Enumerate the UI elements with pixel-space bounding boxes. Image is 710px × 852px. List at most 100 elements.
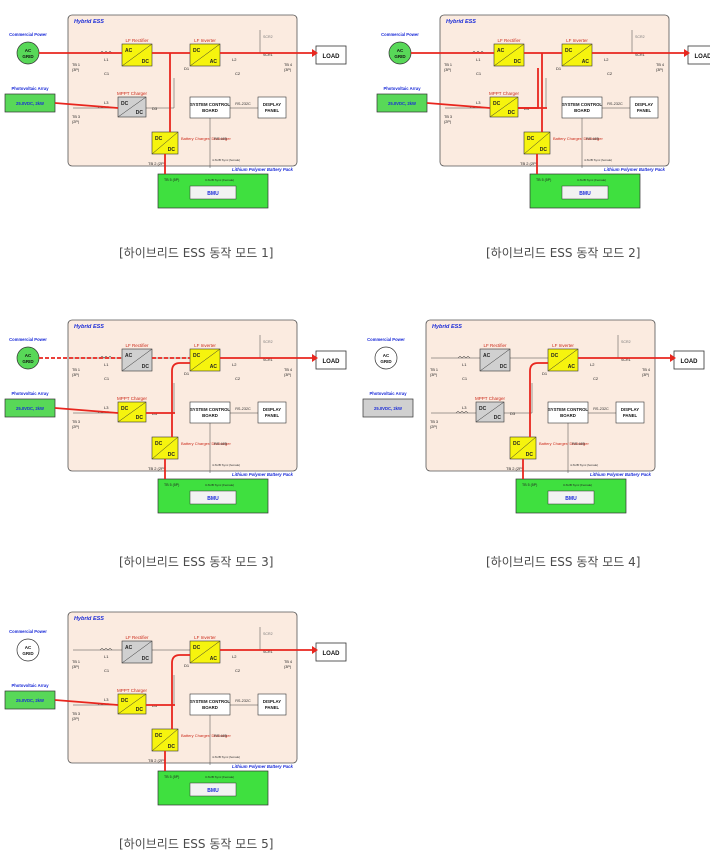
commercial-power-label: Commercial Power — [9, 32, 47, 37]
mppt-charger-diagonal — [117, 401, 147, 423]
tb1-p-label: (3P) — [72, 665, 80, 669]
battery-converter-out-label: DC — [526, 452, 534, 458]
mppt-charger-out-label: DC — [136, 110, 144, 116]
battery-converter-in-label: DC — [527, 136, 535, 142]
battery-converter-diagonal — [151, 436, 179, 460]
battery-charger-label: Battery Charger/ Discharger — [181, 441, 231, 446]
c1-label: C1 — [476, 71, 482, 76]
sync-label: 4-SUB Sync (female) — [570, 463, 598, 467]
caption-mode-5: [하이브리드 ESS 동작 모드 5] — [119, 837, 274, 851]
d1-label: D1 — [556, 66, 562, 71]
bmu-label: BMU — [207, 496, 219, 502]
rs485-label: RS-485 — [214, 442, 227, 446]
display-panel-label-1: DISPLAY — [263, 699, 281, 704]
pv-array-label: Photovoltaic Array — [383, 86, 421, 91]
lf-inverter-diagonal — [561, 43, 593, 67]
battery-converter-out-label: DC — [168, 744, 176, 750]
ac-bus-wire — [431, 335, 658, 359]
l2-label: L2 — [232, 654, 237, 659]
pv-array-label: Photovoltaic Array — [11, 86, 49, 91]
tb1-label: TB 1 — [72, 660, 80, 664]
system-control-board-box — [561, 96, 603, 119]
system-control-board-box — [547, 401, 589, 424]
lf-inverter-diagonal — [189, 640, 221, 664]
bmu-label: BMU — [565, 496, 577, 502]
scr1-label: SCR1 — [263, 358, 273, 362]
battery-converter-in-label: DC — [155, 136, 163, 142]
bmu-box — [189, 185, 237, 200]
l3-inductor — [455, 411, 469, 414]
bmu-box — [561, 185, 609, 200]
rs232c-label: RS-232C — [593, 407, 609, 411]
tb1-label: TB 1 — [72, 63, 80, 67]
system-control-board-label-1: SYSTEM CONTROL — [562, 102, 602, 107]
battery-pack-label: Lithium Polymer Battery Pack — [232, 167, 294, 172]
lf-rectifier-out-label: DC — [142, 364, 150, 370]
flow-arrow-head — [684, 49, 690, 57]
sync-label: 4-SUB Sync (female) — [212, 463, 240, 467]
tb4-label: TB 4 — [284, 63, 292, 67]
mppt-charger-in-label: DC — [121, 698, 129, 704]
caption-mode-4: [하이브리드 ESS 동작 모드 4] — [486, 555, 641, 569]
l1-inductor — [99, 51, 113, 54]
tb2-label: TB 2 (2P) — [148, 466, 166, 471]
ac-grid-label-1: AC — [25, 645, 32, 650]
lf-rectifier-diagonal — [493, 43, 525, 67]
tb4-p-label: (3P) — [284, 68, 292, 72]
bmu-box — [547, 490, 595, 505]
lf-inverter-diagonal — [189, 43, 221, 67]
system-control-board-label-1: SYSTEM CONTROL — [190, 699, 230, 704]
tb5-label: TB 5 (5P) — [536, 178, 551, 182]
lf-rectifier-in-label: AC — [125, 48, 133, 54]
lf-rectifier-in-label: AC — [125, 353, 133, 359]
ac-grid-label-1: AC — [397, 48, 404, 53]
c1-label: C1 — [462, 376, 468, 381]
lf-inverter-label: LF Inverter — [194, 343, 216, 348]
lf-inverter-out-label: AC — [568, 364, 576, 370]
system-control-board-box — [189, 693, 231, 716]
load-label: LOAD — [323, 54, 341, 60]
mppt-charger-diagonal — [117, 693, 147, 715]
l3-label: L3 — [462, 405, 467, 410]
ac-grid-circle — [16, 638, 40, 662]
l1-label: L1 — [476, 57, 481, 62]
d1-label: D1 — [542, 371, 548, 376]
mppt-charger-label: MPPT Charger — [117, 688, 147, 693]
tb4-label: TB 4 — [284, 660, 292, 664]
l2-label: L2 — [232, 57, 237, 62]
battery-converter: DC DC — [151, 131, 179, 155]
tb1-p-label: (3P) — [72, 68, 80, 72]
mppt-charger-in-label: DC — [121, 406, 129, 412]
lf-rectifier-diagonal — [121, 43, 153, 67]
tb5-label: TB 5 (5P) — [164, 775, 179, 779]
ac-grid-circle — [388, 41, 412, 65]
ac-grid-label-2: GRID — [22, 359, 34, 364]
power-flow-path — [54, 699, 119, 706]
tb3-p-label: (2P) — [430, 425, 438, 429]
tb4-p-label: (3P) — [284, 665, 292, 669]
ac-grid-circle — [374, 346, 398, 370]
system-control-board-box — [189, 96, 231, 119]
mppt-charger-diagonal — [117, 96, 147, 118]
display-panel-label-2: PANEL — [265, 413, 280, 418]
mppt-charger-diagonal — [489, 96, 519, 118]
tb4-label: TB 4 — [642, 368, 650, 372]
tb3-p-label: (2P) — [72, 425, 80, 429]
battery-charger-label: Battery Charger/ Discharger — [553, 136, 603, 141]
battery-converter-diagonal — [523, 131, 551, 155]
pv-bus-wire — [431, 383, 533, 414]
pv-array-label: Photovoltaic Array — [11, 391, 49, 396]
bmu-label: BMU — [579, 191, 591, 197]
lf-inverter-label: LF Inverter — [194, 38, 216, 43]
pv-array-label: Photovoltaic Array — [369, 391, 407, 396]
lf-rectifier: AC DC — [121, 348, 153, 372]
l1-label: L1 — [104, 654, 109, 659]
battery-converter-out-label: DC — [168, 147, 176, 153]
l2-label: L2 — [590, 362, 595, 367]
